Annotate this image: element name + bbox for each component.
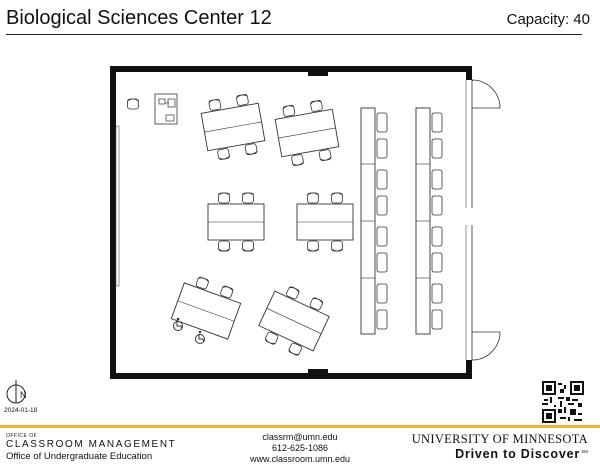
university-slogan: Driven to Discover — [455, 447, 580, 461]
group-table-icon — [170, 276, 242, 340]
group-table-icon — [200, 93, 266, 161]
footer-accent-rule — [0, 425, 600, 428]
wheelchair-icon — [173, 317, 183, 331]
lab-bench-icon — [360, 107, 388, 335]
north-label: N — [20, 390, 27, 400]
group-table-icon — [296, 192, 354, 252]
room-walls — [110, 66, 473, 379]
group-table-icon — [207, 192, 265, 252]
office-prefix: OFFICE OF — [6, 433, 38, 439]
plan-date: 2024-01-18 — [4, 407, 38, 414]
slogan-service-mark: SM — [581, 449, 588, 454]
university-name: UNIVERSITY OF MINNESOTA — [411, 432, 588, 446]
contact-website-link[interactable]: www.classroom.umn.edu — [249, 454, 351, 464]
contact-phone: 612-625-1086 — [271, 443, 329, 453]
north-arrow-icon: N — [6, 380, 27, 404]
office-name: CLASSROOM MANAGEMENT — [6, 439, 177, 450]
qr-code-icon[interactable] — [542, 381, 584, 423]
lab-bench-icon — [415, 107, 443, 335]
door-swing-icon — [465, 79, 501, 361]
group-table-icon — [258, 285, 330, 357]
instructor-station-icon — [127, 93, 178, 125]
capacity-label: Capacity: 40 — [506, 11, 590, 28]
floor-plan: N — [6, 66, 501, 404]
office-subtitle: Office of Undergraduate Education — [6, 451, 153, 462]
group-table-icon — [274, 99, 340, 167]
contact-email-link[interactable]: classrm@umn.edu — [262, 432, 338, 442]
wheelchair-icon — [195, 330, 205, 344]
title-divider — [6, 34, 582, 35]
page-title: Biological Sciences Center 12 — [6, 7, 272, 29]
